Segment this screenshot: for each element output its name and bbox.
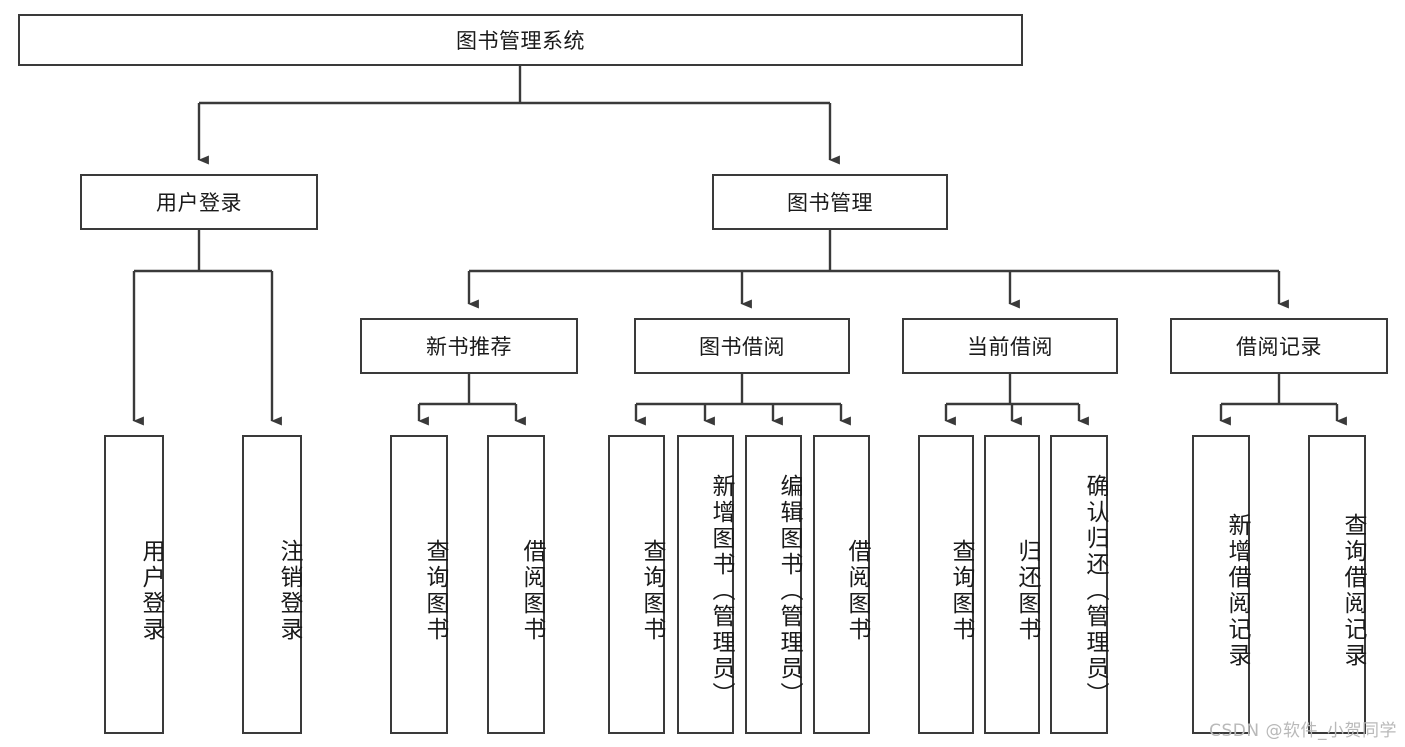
leaf-borrow-book-newbook[interactable]: 借阅图书 [487,435,545,734]
leaf-edit-book-admin-label: 编辑图书（管理员） [776,473,802,708]
leaf-logout-label: 注销登录 [276,538,302,643]
leaf-return-book-label: 归还图书 [1014,538,1040,643]
node-user-login[interactable]: 用户登录 [80,174,318,230]
leaf-borrow-book-newbook-label: 借阅图书 [519,538,545,643]
leaf-user-login[interactable]: 用户登录 [104,435,164,734]
node-book-management[interactable]: 图书管理 [712,174,948,230]
leaf-query-book-borrow[interactable]: 查询图书 [608,435,665,734]
leaf-query-book-newbook-label: 查询图书 [422,538,448,643]
node-current-borrow-label: 当前借阅 [967,335,1053,359]
leaf-add-borrow-record[interactable]: 新增借阅记录 [1192,435,1250,734]
node-current-borrow[interactable]: 当前借阅 [902,318,1118,374]
leaf-logout[interactable]: 注销登录 [242,435,302,734]
node-root[interactable]: 图书管理系统 [18,14,1023,66]
watermark: CSDN @软件_小贺同学 [1209,721,1397,741]
node-book-borrow-label: 图书借阅 [699,335,785,359]
leaf-query-borrow-record[interactable]: 查询借阅记录 [1308,435,1366,734]
node-book-management-label: 图书管理 [787,191,873,215]
leaf-add-book-admin-label: 新增图书（管理员） [708,473,734,708]
leaf-query-book-current[interactable]: 查询图书 [918,435,974,734]
leaf-add-borrow-record-label: 新增借阅记录 [1224,512,1250,669]
leaf-add-book-admin[interactable]: 新增图书（管理员） [677,435,734,734]
leaf-query-book-borrow-label: 查询图书 [639,538,665,643]
leaf-return-book[interactable]: 归还图书 [984,435,1040,734]
node-borrow-records[interactable]: 借阅记录 [1170,318,1388,374]
node-new-book-recommend-label: 新书推荐 [426,335,512,359]
leaf-query-book-current-label: 查询图书 [948,538,974,643]
leaf-query-borrow-record-label: 查询借阅记录 [1340,512,1366,669]
leaf-confirm-return-admin-label: 确认归还（管理员） [1082,473,1108,708]
leaf-query-book-newbook[interactable]: 查询图书 [390,435,448,734]
node-borrow-records-label: 借阅记录 [1236,335,1322,359]
leaf-edit-book-admin[interactable]: 编辑图书（管理员） [745,435,802,734]
leaf-borrow-book-label: 借阅图书 [844,538,870,643]
node-user-login-label: 用户登录 [156,191,242,215]
leaf-borrow-book[interactable]: 借阅图书 [813,435,870,734]
node-new-book-recommend[interactable]: 新书推荐 [360,318,578,374]
node-root-label: 图书管理系统 [456,29,585,53]
node-book-borrow[interactable]: 图书借阅 [634,318,850,374]
leaf-user-login-label: 用户登录 [138,538,164,643]
leaf-confirm-return-admin[interactable]: 确认归还（管理员） [1050,435,1108,734]
